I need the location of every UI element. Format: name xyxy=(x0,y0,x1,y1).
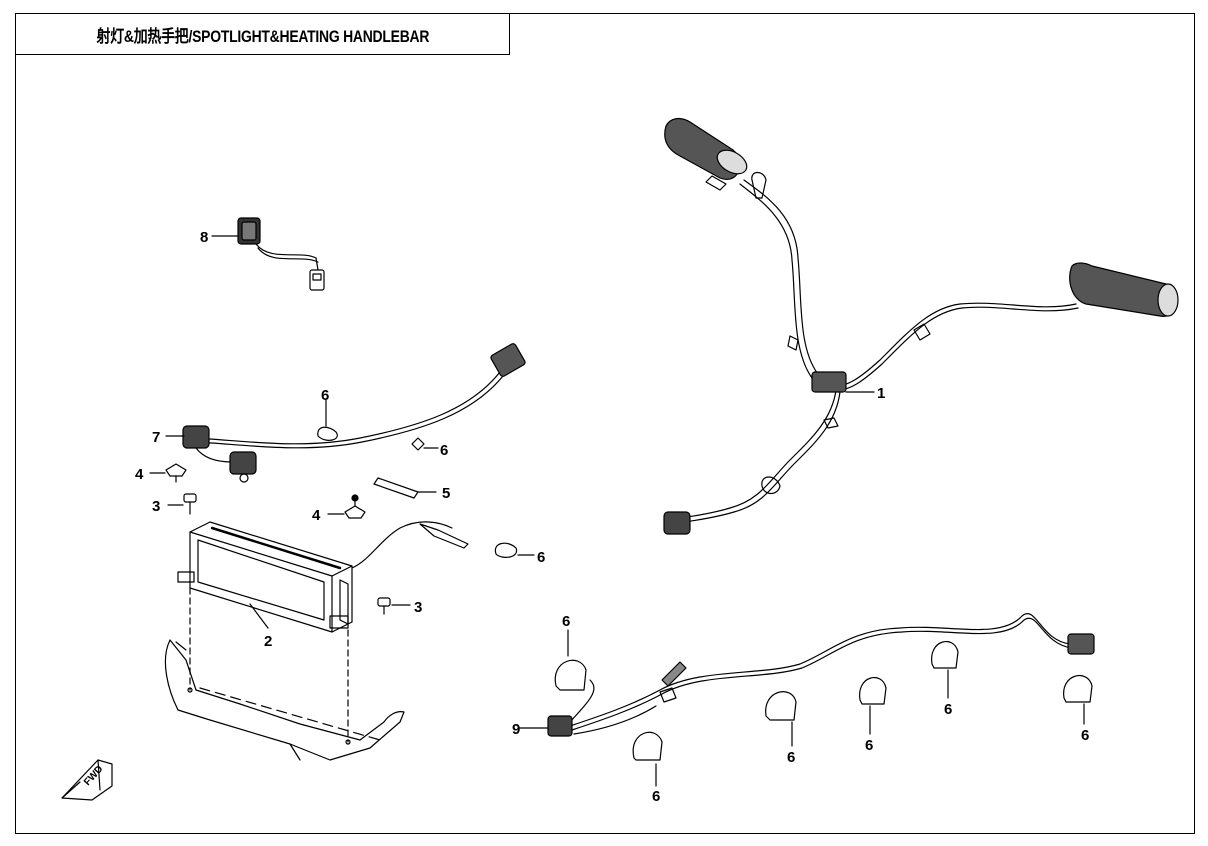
callout-9: 9 xyxy=(512,721,520,738)
callout-8: 8 xyxy=(200,229,208,246)
callout-6-h: 6 xyxy=(944,701,952,718)
callout-5: 5 xyxy=(442,485,450,502)
callout-1: 1 xyxy=(877,385,885,402)
part-2-spotlight-bar xyxy=(177,521,469,743)
part-6-clip-f xyxy=(765,691,797,747)
callout-4-left: 4 xyxy=(135,466,144,483)
callout-7: 7 xyxy=(152,429,160,446)
part-4-clip-left xyxy=(149,463,187,483)
title-box: 射灯&加热手把/SPOTLIGHT&HEATING HANDLEBAR xyxy=(15,13,510,55)
part-6-clip-b xyxy=(411,437,439,451)
part-3-screw-right xyxy=(377,597,411,615)
drawing-frame xyxy=(15,13,1195,834)
callout-6-i: 6 xyxy=(1081,727,1089,744)
callout-3-right: 3 xyxy=(414,599,422,616)
part-8-switch xyxy=(211,217,325,291)
callout-4-center: 4 xyxy=(312,507,321,524)
page-title: 射灯&加热手把/SPOTLIGHT&HEATING HANDLEBAR xyxy=(96,26,429,46)
callout-6-d: 6 xyxy=(562,613,570,630)
part-6-clip-c xyxy=(494,542,535,558)
part-4-clip-center xyxy=(327,494,366,519)
part-3-screw-left xyxy=(167,493,197,515)
callout-3-left: 3 xyxy=(152,498,160,515)
fwd-label: FWD xyxy=(82,764,105,788)
callout-6-f: 6 xyxy=(787,749,795,766)
callout-6-b: 6 xyxy=(440,442,448,459)
callout-6-a: 6 xyxy=(321,387,329,404)
part-5-tape xyxy=(373,477,437,499)
callout-6-g: 6 xyxy=(865,737,873,754)
callout-6-e: 6 xyxy=(652,788,660,805)
part-6-clip-i xyxy=(1063,675,1093,725)
part-6-clip-h xyxy=(931,641,959,699)
part-7-spotlight-harness xyxy=(165,343,526,483)
part-6-clip-g xyxy=(859,677,887,735)
part-9-lower-harness xyxy=(519,613,1095,737)
mounting-bracket xyxy=(164,639,405,761)
part-6-clip-a xyxy=(317,399,338,441)
part-1-heated-grip-harness xyxy=(663,117,1179,535)
callout-6-c: 6 xyxy=(537,549,545,566)
part-6-clip-d xyxy=(554,629,587,691)
callout-2: 2 xyxy=(264,633,272,650)
fwd-arrow-icon xyxy=(61,759,113,801)
part-6-clip-e xyxy=(632,731,663,787)
